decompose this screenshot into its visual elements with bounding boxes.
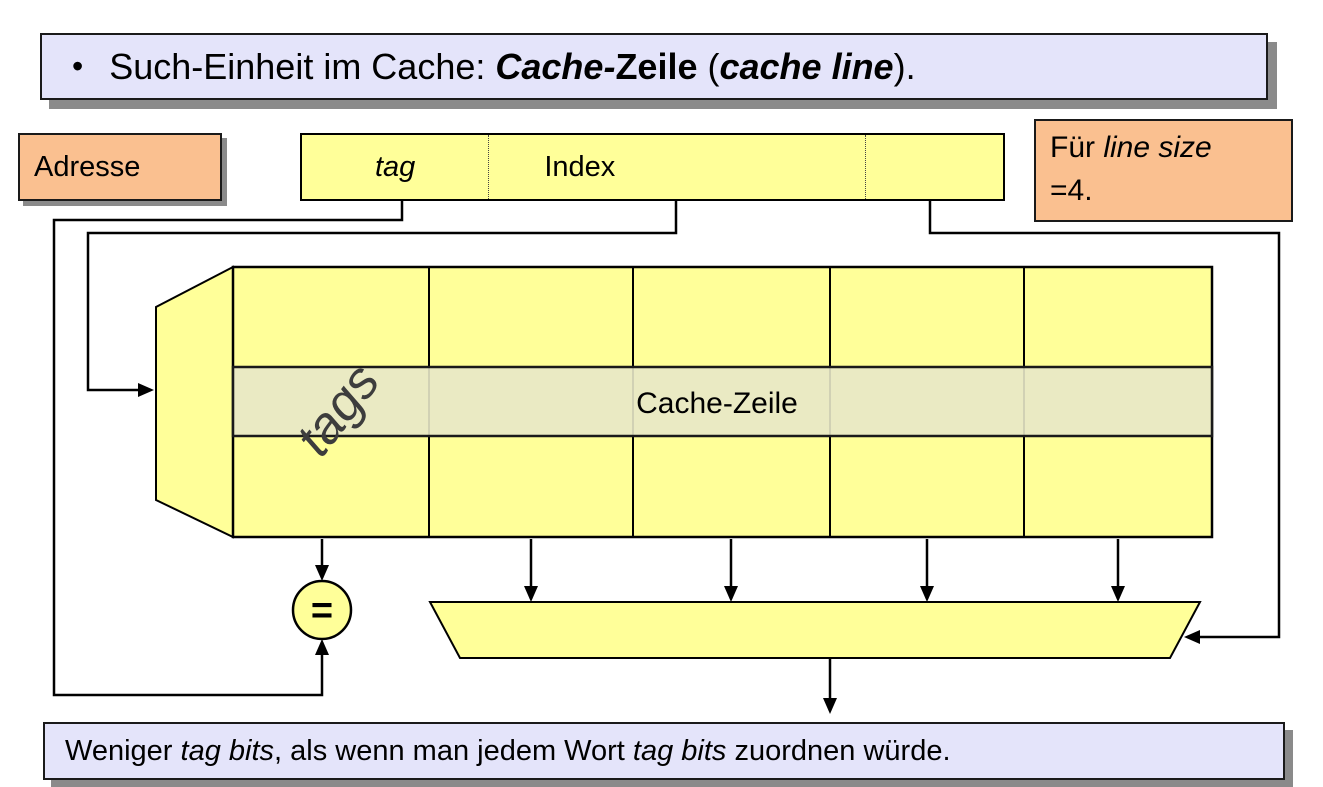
mux-trapezoid [428,601,1202,659]
adresse-label-box: Adresse [18,133,222,201]
cache-line-label: Cache-Zeile [636,387,798,420]
offset-wire [928,201,1281,644]
title-paren-open: ( [697,45,720,87]
comparator-circle [291,579,353,641]
footer-text-3: zuordnen würde. [726,734,951,767]
title-paren-close: ). [893,45,916,87]
title-box: • Such-Einheit im Cache: Cache-Zeile (cac… [40,33,1268,100]
tag-label: tag [375,150,416,183]
index-wire [86,201,678,397]
address-index-section: Index [489,135,866,199]
adresse-label: Adresse [34,150,141,183]
line-size-text-1: Für [1050,131,1104,164]
line-size-italic: line size [1103,131,1212,164]
footer-tagbits-2: tag bits [632,734,727,767]
bullet-icon: • [72,48,84,84]
address-tag-section: tag [302,135,490,199]
address-bitfield: tag Index [300,133,1005,201]
title-text: Such-Einheit im Cache: [109,45,496,87]
title-zeile-emph: Zeile [615,45,698,87]
tag-wire [52,201,404,697]
tag-store-pentagon [155,265,234,539]
comparator-symbol: = [311,590,333,632]
footer-box: Weniger tag bits, als wenn man jedem Wor… [43,722,1285,780]
line-size-note: Für line size =4. [1034,119,1293,222]
footer-text-2: , als wenn man jedem Wort [274,734,633,767]
footer-tagbits-1: tag bits [180,734,275,767]
line-size-text-2: =4. [1050,173,1093,207]
index-label: Index [544,150,616,183]
title-cacheline-emph: cache line [719,45,894,87]
footer-text-1: Weniger [65,734,181,767]
cache-line-highlight-row [231,365,1214,438]
title-cache-emph: Cache- [495,45,616,87]
